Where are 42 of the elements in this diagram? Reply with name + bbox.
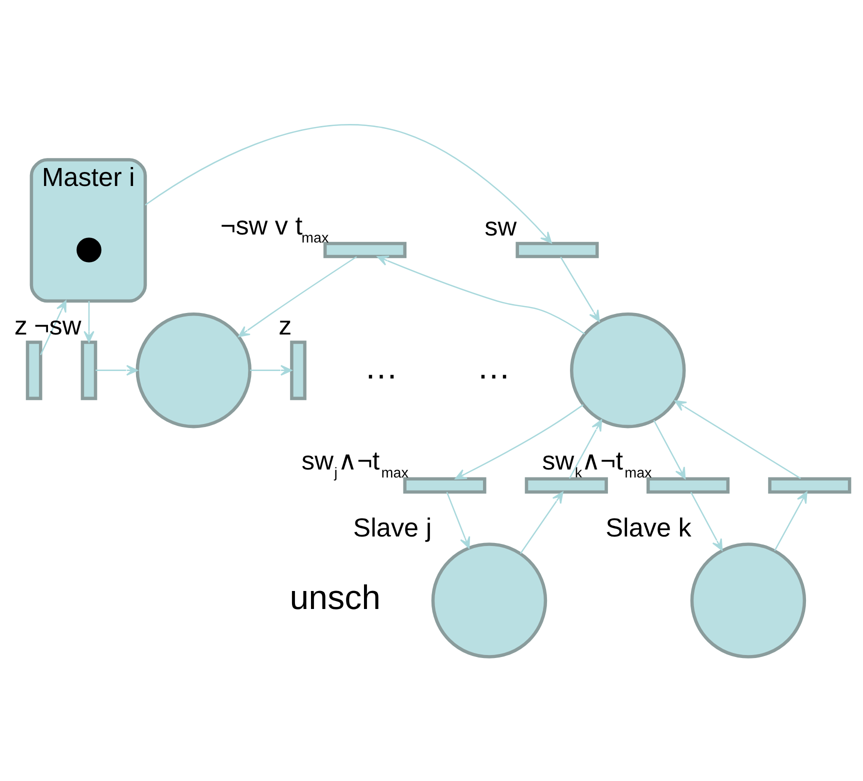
- node-label: z: [14, 310, 28, 340]
- arrow: [250, 364, 292, 376]
- node-label: sw$_{j}$∧¬t$_{max}$: [301, 446, 408, 482]
- arrow: [83, 301, 94, 343]
- arrow: [238, 256, 356, 338]
- node-bar: [80, 340, 97, 400]
- node-label: ¬sw: [34, 310, 81, 340]
- node-bar: [25, 340, 42, 400]
- node-bar: [524, 477, 608, 494]
- label: …: [476, 348, 510, 387]
- arrow: [40, 300, 66, 356]
- arrow: [774, 492, 807, 552]
- node-label: z: [278, 310, 292, 340]
- node-circle: [570, 312, 686, 428]
- node-label: sw$_{k}$∧¬t$_{max}$: [542, 446, 652, 482]
- arrow: [690, 492, 722, 551]
- arrow: [454, 404, 584, 480]
- node-circle: [690, 542, 806, 658]
- node-label: Slave j: [352, 512, 432, 542]
- cluster: Master i: [29, 158, 146, 303]
- node-label: ¬sw v t$_{max}$: [220, 210, 328, 246]
- arrow: [446, 492, 470, 549]
- label: unsch: [289, 578, 380, 617]
- node-bar: [322, 242, 406, 258]
- arrow: [560, 256, 600, 322]
- node-bar: [515, 242, 598, 258]
- arrow: [144, 124, 552, 244]
- node-bar: [402, 477, 486, 494]
- arrow: [674, 400, 800, 480]
- node-label: Slave k: [605, 512, 691, 542]
- node-dot: [76, 238, 101, 262]
- label: …: [364, 348, 398, 387]
- node-bar: [290, 340, 306, 400]
- arrow: [520, 492, 563, 554]
- arrow: [376, 256, 585, 335]
- arrow: [568, 419, 602, 479]
- node-circle: [430, 542, 547, 658]
- node-bar: [646, 477, 730, 494]
- node-label: sw: [484, 212, 516, 242]
- arrow: [95, 364, 138, 376]
- arrow: [652, 420, 686, 480]
- node-bar: [768, 477, 851, 494]
